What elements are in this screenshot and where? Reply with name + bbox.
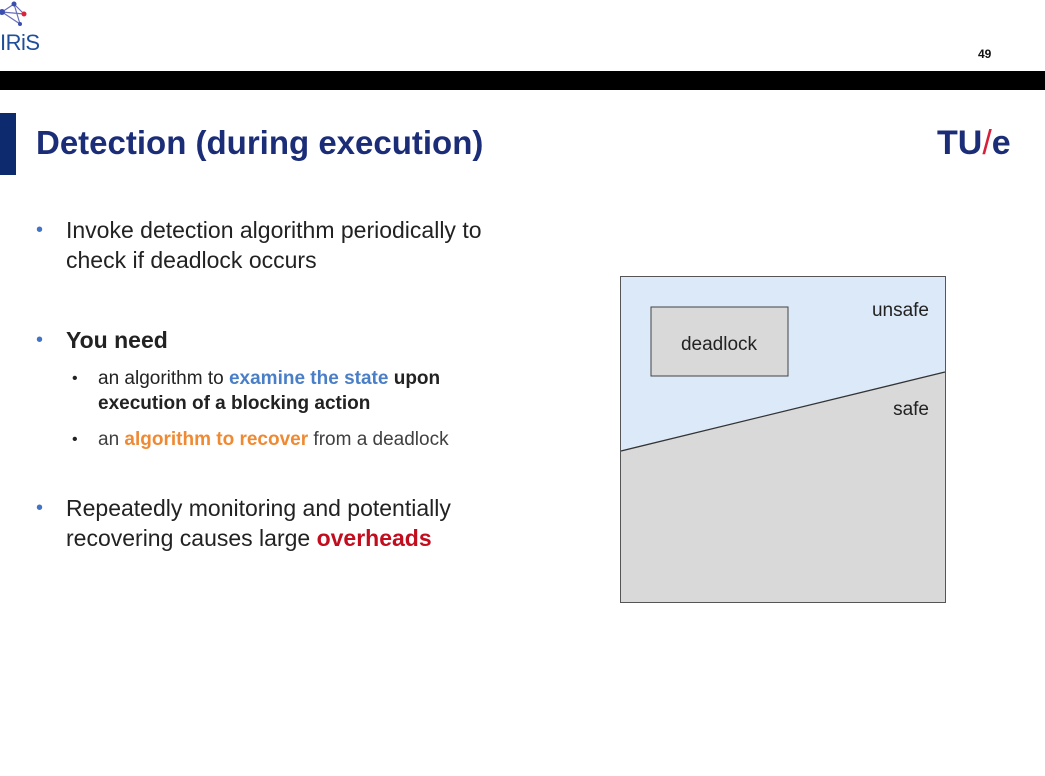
sub-bullet-2-highlight: algorithm to recover (124, 429, 309, 450)
safe-label: safe (893, 399, 929, 420)
tue-logo-left: TU (937, 124, 983, 162)
tue-logo-slash: / (982, 124, 992, 162)
bullet-dot: • (36, 497, 44, 519)
safe-region (621, 372, 945, 602)
network-icon (0, 1, 27, 26)
bullet-dot: • (36, 329, 44, 351)
bullet-1-line-1: Invoke detection algorithm periodically … (66, 217, 482, 243)
bullet-1-line-2: check if deadlock occurs (66, 247, 317, 273)
bullet-3-part-1: recovering causes large (66, 525, 317, 551)
tue-logo: TU/e (937, 124, 1011, 164)
sub-bullet-1-part-1: an algorithm to (98, 368, 229, 389)
unsafe-label: unsafe (872, 300, 929, 321)
bullet-3-highlight: overheads (316, 525, 432, 551)
title-accent (0, 113, 16, 175)
deadlock-state-diagram: deadlock unsafe safe (620, 276, 946, 603)
slide-title: Detection (during execution) (36, 124, 484, 161)
deadlock-label: deadlock (681, 334, 758, 355)
tue-logo-right: e (991, 124, 1011, 162)
logo-text: IRiS (0, 30, 40, 55)
iris-logo: IRiS (0, 0, 70, 60)
page-number: 49 (978, 47, 992, 61)
sub-bullet-2-part-1: an (98, 429, 125, 450)
bullet-2-label: You need (66, 327, 168, 353)
deadlock-box (650, 306, 789, 377)
sub-bullet-dot: • (72, 431, 78, 448)
sub-bullet-dot: • (72, 370, 78, 387)
sub-bullet-2-line: an algorithm to recover from a deadlock (98, 427, 449, 452)
bullet-3-line-2: recovering causes large overheads (66, 523, 432, 553)
header-bar (0, 71, 1045, 90)
sub-bullet-2-part-2: from a deadlock (308, 429, 449, 450)
sub-bullet-1-line-1: an algorithm to examine the state upon (98, 366, 440, 391)
sub-bullet-1-highlight: examine the state (228, 368, 389, 389)
bullet-dot: • (36, 219, 44, 241)
bullet-3-line-1: Repeatedly monitoring and potentially (66, 495, 451, 521)
sub-bullet-1-part-2: upon (388, 368, 441, 389)
diagram-border (620, 276, 946, 603)
boundary-line (620, 371, 946, 452)
sub-bullet-1-line-2: execution of a blocking action (98, 393, 371, 414)
